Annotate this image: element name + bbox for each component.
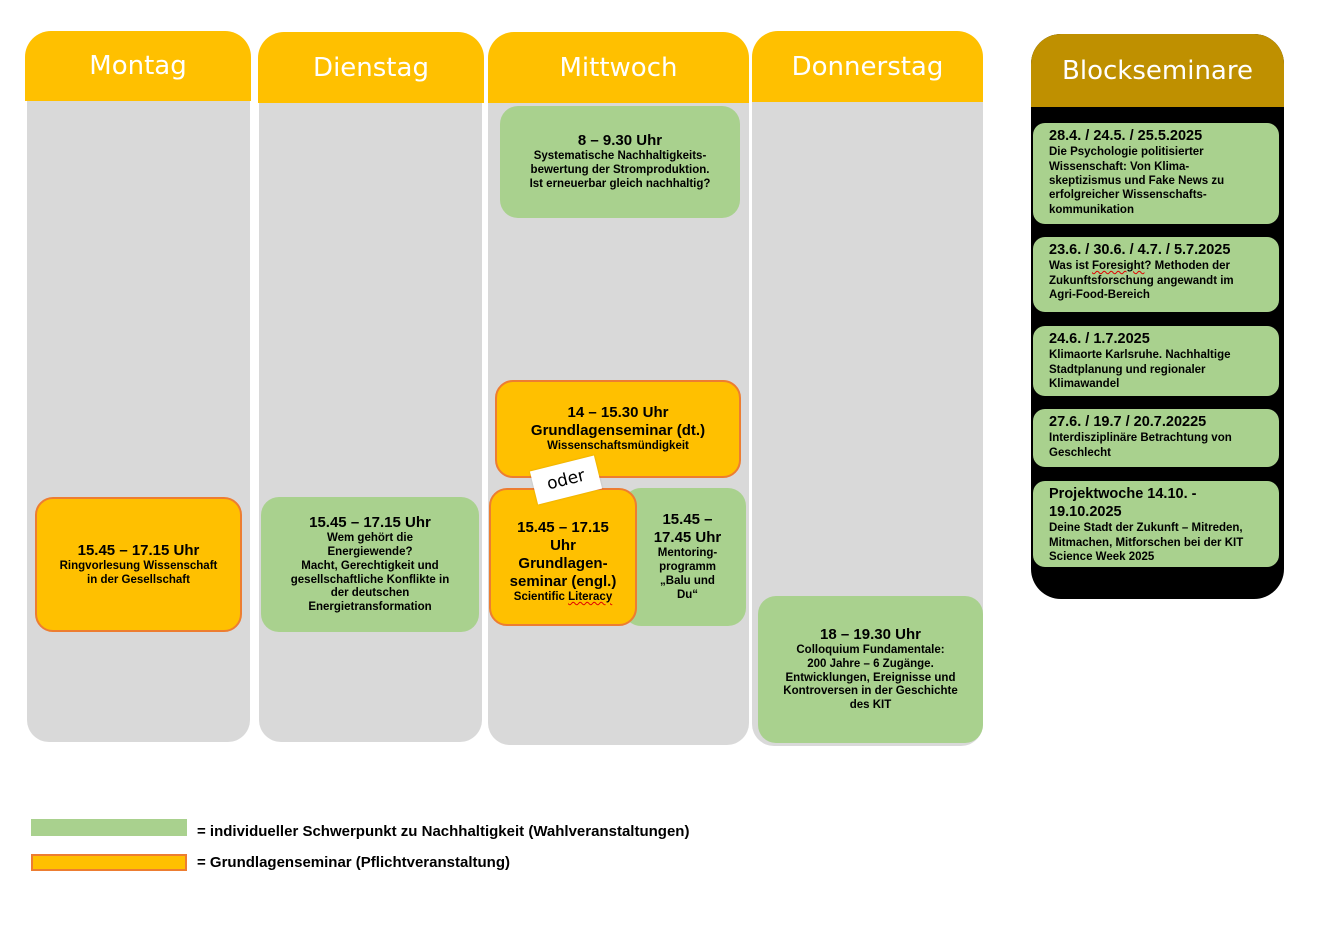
event-line: Ist erneuerbar gleich nachhaltig?: [529, 177, 711, 190]
event-time: 15.45 – 17.15 Uhr: [77, 541, 200, 559]
event-line: Wem gehört die: [326, 532, 414, 545]
blockseminar-line: Agri-Food-Bereich: [1049, 288, 1150, 301]
event-time: 17.45 Uhr: [653, 529, 722, 547]
blockseminar-line: Zukunftsforschung angewandt im: [1049, 274, 1234, 287]
event-title: Grundlagen-: [518, 555, 608, 573]
event-ringvorlesung: 15.45 – 17.15 Uhr Ringvorlesung Wissensc…: [35, 497, 242, 632]
legend-swatch-green: [31, 819, 187, 836]
event-line: Ringvorlesung Wissenschaft: [59, 559, 218, 572]
legend-swatch-orange: [31, 854, 187, 871]
blockseminar-line: Mitmachen, Mitforschen bei der KIT: [1049, 536, 1244, 549]
event-line: Entwicklungen, Ereignisse und: [785, 671, 956, 684]
blockseminar-line: Klimaorte Karlsruhe. Nachhaltige: [1049, 349, 1231, 362]
subtitle-part-spellcheck: Literacy: [568, 591, 613, 604]
event-grundlagenseminar-engl: 15.45 – 17.15 Uhr Grundlagen- seminar (e…: [489, 488, 637, 626]
blockseminar-line: Klimawandel: [1049, 377, 1120, 390]
blockseminar-date: 24.6. / 1.7.2025: [1049, 331, 1150, 347]
legend-text-orange: = Grundlagenseminar (Pflichtveranstaltun…: [197, 854, 510, 871]
blockseminar-item: 27.6. / 19.7 / 20.7.20225 Interdisziplin…: [1033, 409, 1279, 467]
event-line: Systematische Nachhaltigkeits-: [533, 150, 707, 163]
event-time: 18 – 19.30 Uhr: [820, 626, 921, 643]
event-energiewende: 15.45 – 17.15 Uhr Wem gehört die Energie…: [261, 497, 479, 632]
event-time: 15.45 – 17.15 Uhr: [309, 514, 431, 532]
event-line: Energiewende?: [327, 545, 413, 558]
blockseminar-line: skeptizismus und Fake News zu: [1049, 174, 1225, 187]
blockseminar-line: Deine Stadt der Zukunft – Mitreden,: [1049, 522, 1243, 535]
event-line: Energietransformation: [308, 601, 432, 614]
blockseminar-line: kommunikation: [1049, 203, 1134, 216]
event-line: programm: [659, 561, 716, 574]
event-line: des KIT: [849, 699, 892, 712]
blockseminar-item: 23.6. / 30.6. / 4.7. / 5.7.2025 Was ist …: [1033, 237, 1279, 312]
header-tuesday: Dienstag: [258, 32, 484, 103]
blockseminar-line: erfolgreicher Wissenschafts-: [1049, 189, 1207, 202]
blockseminar-date: 27.6. / 19.7 / 20.7.20225: [1049, 414, 1207, 430]
event-time: 14 – 15.30 Uhr: [567, 404, 669, 422]
event-line: Colloquium Fundamentale:: [796, 644, 945, 656]
header-wednesday: Mittwoch: [488, 32, 749, 103]
event-grundlagenseminar-dt: 14 – 15.30 Uhr Grundlagenseminar (dt.) W…: [495, 380, 741, 478]
line-part-spellcheck: Foresight: [1092, 260, 1145, 273]
blockseminar-line: Was ist Foresight? Methoden der: [1049, 259, 1267, 273]
event-subtitle: Wissenschaftsmündigkeit: [547, 440, 689, 453]
event-title: seminar (engl.): [509, 573, 617, 591]
event-line: bewertung der Stromproduktion.: [530, 164, 710, 177]
event-colloquium-fundamentale: 18 – 19.30 Uhr Colloquium Fundamentale: …: [758, 596, 983, 743]
event-time: 15.45 – 17.15: [517, 519, 609, 537]
event-line: Kontroversen in der Geschichte: [783, 685, 958, 698]
event-nachhaltigkeitsbewertung: 8 – 9.30 Uhr Systematische Nachhaltigkei…: [500, 106, 740, 218]
event-line: Mentoring-: [657, 547, 718, 560]
legend-text-green: = individueller Schwerpunkt zu Nachhalti…: [197, 823, 690, 840]
event-time: 8 – 9.30 Uhr: [577, 132, 663, 150]
blockseminar-line: Stadtplanung und regionaler: [1049, 363, 1206, 376]
column-monday: [27, 60, 250, 742]
event-mentoring: 15.45 – 17.45 Uhr Mentoring- programm „B…: [623, 488, 746, 626]
event-line: Du“: [676, 588, 699, 601]
column-tuesday: [259, 60, 482, 742]
event-line: 200 Jahre – 6 Zugänge.: [807, 657, 934, 670]
blockseminar-line: Interdisziplinäre Betrachtung von: [1049, 432, 1232, 445]
blockseminar-line: Die Psychologie politisierter: [1049, 146, 1204, 159]
blockseminar-line: Science Week 2025: [1049, 551, 1155, 563]
event-time: 15.45 –: [662, 511, 713, 529]
event-line: in der Gesellschaft: [87, 573, 190, 586]
blockseminar-item: 28.4. / 24.5. / 25.5.2025 Die Psychologi…: [1033, 123, 1279, 224]
event-line: „Balu und: [660, 575, 715, 587]
blockseminar-item: 24.6. / 1.7.2025 Klimaorte Karlsruhe. Na…: [1033, 326, 1279, 396]
header-thursday: Donnerstag: [752, 31, 983, 102]
blockseminar-date: 19.10.2025: [1049, 504, 1122, 521]
blockseminar-date: 28.4. / 24.5. / 25.5.2025: [1049, 128, 1203, 144]
event-line: Macht, Gerechtigkeit und: [301, 559, 439, 572]
event-line: der deutschen: [330, 587, 410, 600]
subtitle-part: Scientific: [513, 591, 569, 604]
event-time: Uhr: [550, 537, 576, 555]
event-subtitle: Scientific Literacy: [514, 591, 612, 605]
blockseminar-item: Projektwoche 14.10. - 19.10.2025 Deine S…: [1033, 481, 1279, 567]
line-part: ? Methoden der: [1144, 260, 1231, 273]
blockseminare-header: Blockseminare: [1031, 34, 1284, 107]
blockseminar-line: Geschlecht: [1049, 446, 1111, 459]
blockseminar-date: Projektwoche 14.10. -: [1049, 486, 1197, 502]
line-part: Was ist: [1049, 260, 1093, 273]
blockseminar-date: 23.6. / 30.6. / 4.7. / 5.7.2025: [1049, 242, 1231, 258]
blockseminar-line: Wissenschaft: Von Klima-: [1049, 160, 1190, 173]
event-title: Grundlagenseminar (dt.): [530, 422, 706, 440]
header-monday: Montag: [25, 31, 251, 101]
event-line: gesellschaftliche Konflikte in: [290, 573, 450, 586]
